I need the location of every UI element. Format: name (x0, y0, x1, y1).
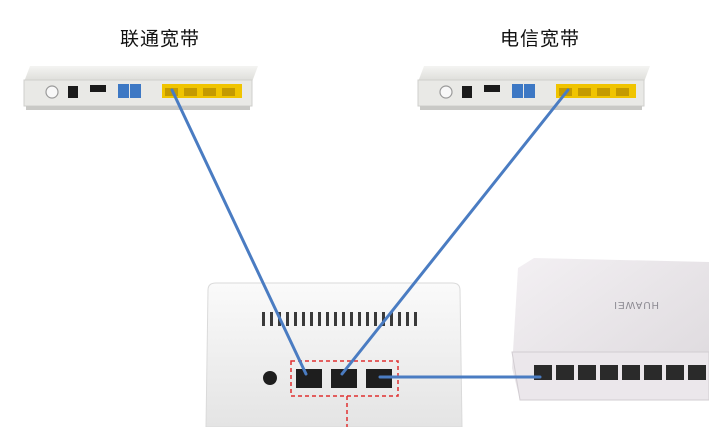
left-modem (23, 66, 258, 110)
power-jack-icon (462, 86, 472, 98)
switch-ports (534, 365, 706, 380)
cable-right-modem-to-router (340, 88, 570, 376)
usb-port-icon (484, 85, 500, 92)
switch-brand-label: HUAWEI (613, 299, 659, 310)
switch: HUAWEI (511, 258, 709, 401)
cable-left-modem-to-router (170, 88, 308, 376)
router-port-1 (296, 369, 322, 388)
right-modem (417, 66, 650, 110)
router-vent (262, 312, 417, 326)
router-port-3 (366, 369, 392, 388)
router (205, 282, 463, 427)
left-modem-label: 联通宽带 (120, 28, 201, 50)
power-button-icon (439, 85, 453, 99)
usb-port-icon (90, 85, 106, 92)
power-button-icon (45, 85, 59, 99)
cables (170, 88, 570, 379)
right-modem-label: 电信宽带 (500, 28, 581, 50)
power-jack-icon (68, 86, 78, 98)
router-port-highlight-box (290, 360, 399, 397)
router-power-jack-icon (263, 371, 277, 385)
router-port-2 (331, 369, 357, 388)
